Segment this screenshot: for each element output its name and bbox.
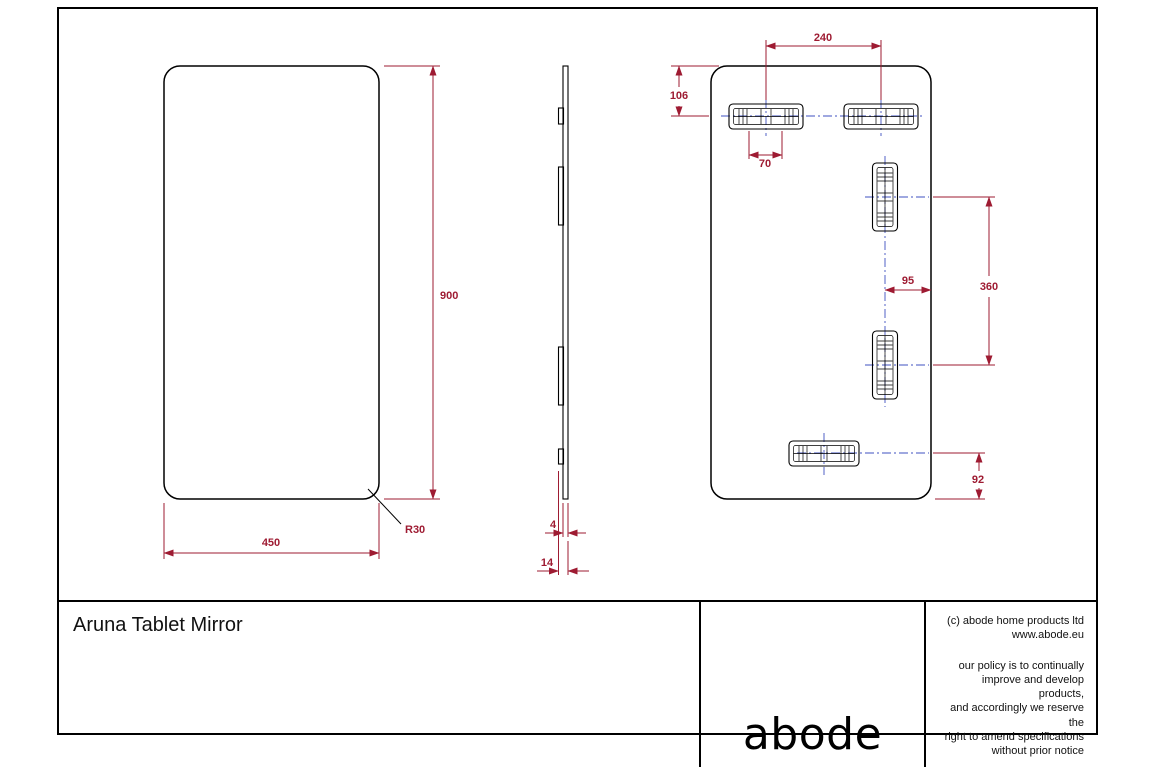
drawing-area: 900 450 R30 <box>59 9 1096 600</box>
dim-bracket-slot-centres: 70 <box>748 131 783 170</box>
mounting-bracket-bottom <box>788 440 860 467</box>
policy-line: without prior notice <box>991 745 1084 758</box>
technical-drawing: 900 450 R30 <box>163 32 998 575</box>
mounting-bracket-mid-lower <box>871 330 899 400</box>
dim-label-bracket-centre-to-bottom: 92 <box>972 474 984 486</box>
side-tab-upper <box>557 166 565 226</box>
website-text: www.abode.eu <box>1011 629 1084 642</box>
mirror-front-outline <box>163 65 380 500</box>
dim-glass-thickness: 4 <box>545 503 586 537</box>
dim-label-bracket-centres-horizontal: 240 <box>814 32 832 44</box>
side-tab-top <box>557 107 565 125</box>
policy-line: and accordingly we reserve the <box>950 702 1084 729</box>
dim-label-bracket-centres-vertical: 360 <box>980 281 998 293</box>
drawing-title: Aruna Tablet Mirror <box>73 614 243 636</box>
copyright-line: (c) abode home products ltd <box>947 615 1084 627</box>
dim-bracket-centre-to-edge: 95 <box>884 275 932 294</box>
side-view: 4 14 <box>537 65 589 575</box>
mounting-bracket-top-right <box>843 103 919 130</box>
policy-line: improve and develop products, <box>981 673 1084 701</box>
side-tab-lower <box>557 346 565 406</box>
dim-corner-radius: R30 <box>367 488 425 536</box>
dim-label-bracket-slot-centres: 70 <box>759 158 771 170</box>
front-view: 900 450 R30 <box>163 65 458 559</box>
dim-width: 450 <box>163 503 380 559</box>
mirror-side-profile <box>562 65 569 500</box>
dim-top-to-bracket-centre: 106 <box>670 65 719 117</box>
drawing-title-cell: Aruna Tablet Mirror <box>59 602 701 767</box>
dim-bracket-centres-horizontal: 240 <box>765 32 882 100</box>
dim-label-corner-radius: R30 <box>405 524 425 536</box>
dim-height: 900 <box>384 65 458 500</box>
abode-logo: abode <box>742 708 883 760</box>
policy-line: right to amend specifications <box>944 731 1084 744</box>
mounting-bracket-mid-upper <box>871 162 899 232</box>
dim-label-overall-depth: 14 <box>541 557 554 569</box>
policy-line: our policy is to continually <box>958 659 1084 672</box>
dim-bracket-centre-to-bottom: 92 <box>933 452 985 500</box>
drawing-page: 900 450 R30 <box>57 7 1098 767</box>
radius-leader-line <box>367 488 402 525</box>
copyright-block: (c) abode home products ltd www.abode.eu <box>934 614 1084 643</box>
policy-note: our policy is to continually improve and… <box>934 659 1084 759</box>
dim-label-bracket-centre-to-edge: 95 <box>902 275 914 287</box>
dim-bracket-centres-vertical: 360 <box>933 196 998 366</box>
dim-label-height: 900 <box>440 290 458 302</box>
side-tab-bottom <box>557 448 565 465</box>
back-view: 240 106 70 <box>670 32 998 500</box>
mirror-back-outline <box>710 65 932 500</box>
dim-label-width: 450 <box>262 537 280 549</box>
drawing-sheet: 900 450 R30 <box>57 7 1098 767</box>
dim-overall-depth: 14 <box>537 471 589 575</box>
mounting-bracket-top-left <box>728 103 804 130</box>
dim-label-top-to-bracket-centre: 106 <box>670 90 688 102</box>
dim-label-glass-thickness: 4 <box>550 519 557 531</box>
